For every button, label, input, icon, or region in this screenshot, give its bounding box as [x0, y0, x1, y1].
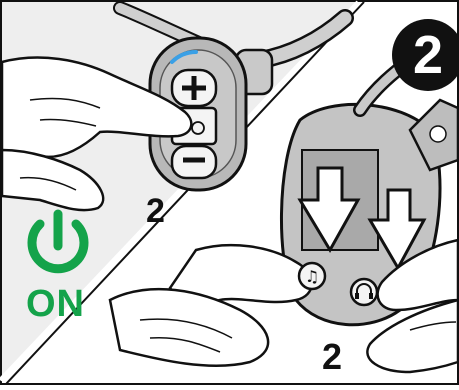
step-number-right: 2 — [322, 336, 342, 378]
headphones-button[interactable] — [351, 279, 377, 305]
music-note-icon: ♫ — [305, 267, 319, 286]
power-status-label: ON — [26, 283, 85, 326]
earpiece-logo — [430, 126, 446, 142]
step-number-left: 2 — [146, 192, 165, 231]
step-badge-number: 2 — [398, 22, 458, 88]
